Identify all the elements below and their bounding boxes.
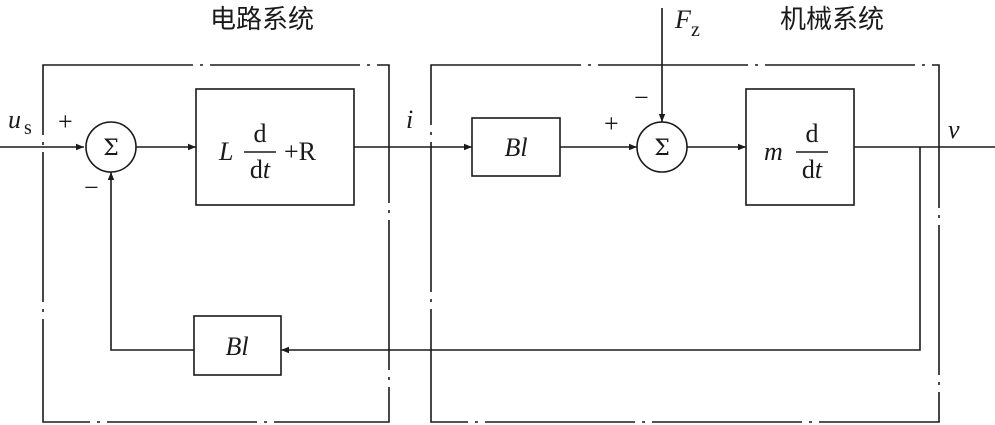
electrical-system-frame [42, 64, 390, 423]
mechanical-system-title: 机械系统 [780, 5, 884, 35]
bl-feedback-label: Bl [225, 332, 248, 361]
summing-junction-2-symbol: Σ [654, 136, 670, 161]
load-force-label: F [674, 5, 692, 34]
input-voltage-label: u [8, 105, 21, 134]
bl-feedback-block [193, 315, 282, 376]
velocity-label: v [948, 115, 960, 144]
summer2-minus-sign: − [634, 83, 649, 112]
mass-transfer-block [745, 88, 855, 206]
inductance-symbol: L [218, 137, 233, 166]
resistance-term: +R [284, 137, 317, 166]
mechanical-derivative-numerator: d [806, 119, 819, 148]
summer1-minus-sign: − [84, 173, 99, 202]
electrical-system-title: 电路系统 [210, 5, 314, 35]
summing-junction-1-symbol: Σ [103, 136, 119, 161]
back-emf-feedback-path [107, 172, 194, 351]
mechanical-system-frame [430, 64, 940, 423]
electrical-derivative-denominator: dt [250, 155, 271, 184]
summer1-plus-sign: + [58, 107, 73, 136]
summer2-plus-sign: + [604, 109, 619, 138]
bl-forward-label: Bl [504, 133, 527, 162]
load-force-subscript: z [691, 19, 700, 41]
current-label: i [406, 105, 413, 134]
mechanical-derivative-denominator: dt [802, 155, 823, 184]
velocity-feedback-path [281, 147, 921, 354]
mass-symbol: m [764, 137, 783, 166]
input-voltage-subscript: s [24, 117, 32, 139]
electrical-derivative-numerator: d [254, 119, 267, 148]
